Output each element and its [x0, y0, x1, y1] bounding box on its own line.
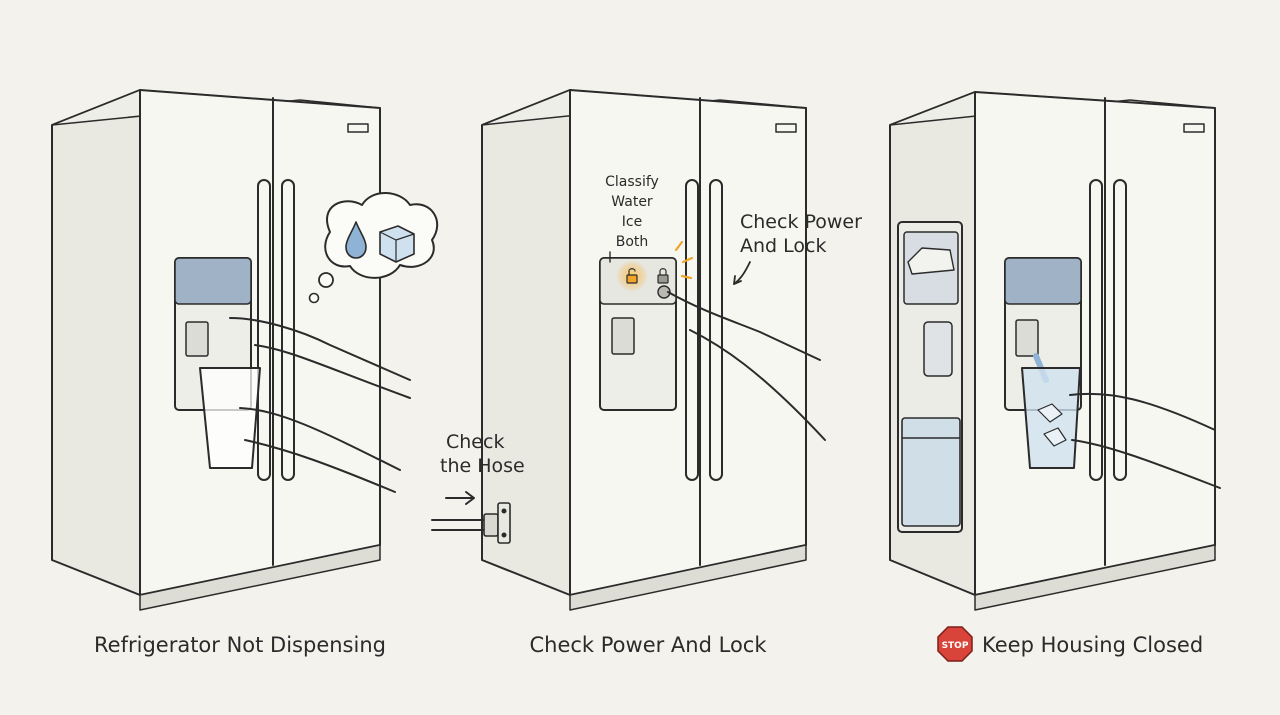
panel-1-fridge [51, 89, 381, 611]
stop-sign-icon: STOP [937, 626, 973, 662]
arrow-right-icon [445, 491, 475, 505]
caption-panel-2: Check Power And Lock [529, 633, 767, 657]
classify-title: Classify [605, 174, 659, 190]
hose-note-line-1: Check [446, 431, 504, 453]
callout-line-1: Check Power [740, 211, 862, 233]
open-side-compartment [897, 221, 963, 533]
panel-2-fridge [481, 89, 807, 611]
callout-line-2: And Lock [740, 235, 826, 257]
caption-panel-1: Refrigerator Not Dispensing [94, 633, 386, 657]
classify-option-both: Both [616, 234, 649, 250]
panel-2-pointing-hand [667, 291, 826, 441]
hose-connection [431, 502, 511, 544]
glow-rays [674, 240, 694, 280]
caption-panel-3: Keep Housing Closed [982, 633, 1203, 657]
water-drop-icon [345, 221, 367, 259]
hose-note-line-2: the Hose [440, 455, 525, 477]
classify-option-water: Water [611, 194, 653, 210]
classify-option-ice: Ice [622, 214, 642, 230]
ice-cube-icon [379, 225, 415, 263]
panel-3-hand-with-glass [1021, 367, 1221, 489]
stop-sign-label: STOP [942, 641, 969, 651]
unlocked-icon [626, 268, 638, 284]
hose-note: Check the Hose [440, 431, 525, 505]
panel-1-hand-with-glass [199, 317, 411, 493]
thought-bubble [308, 192, 439, 304]
check-power-callout: Check Power And Lock [733, 211, 862, 285]
lock-icon [657, 268, 669, 284]
classify-labels: Classify Water Ice Both [605, 174, 659, 263]
